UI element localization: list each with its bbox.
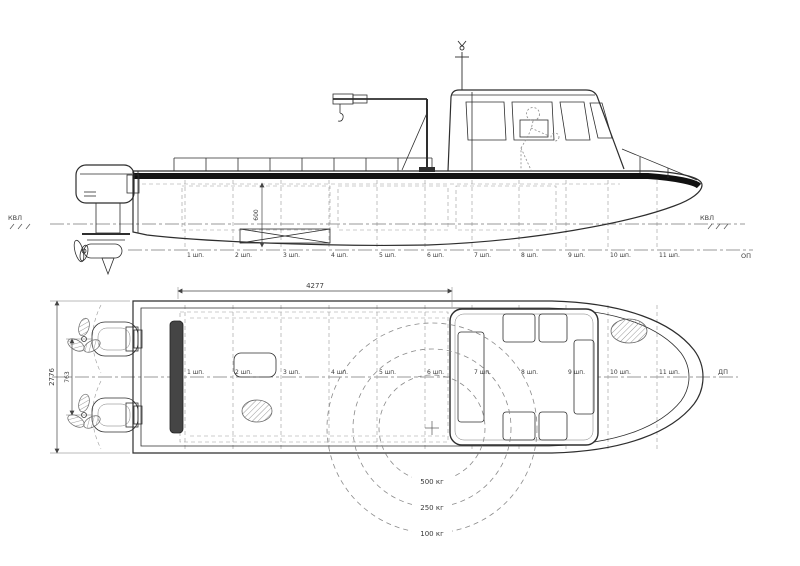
station-label: 9 шп. [568, 369, 585, 376]
station-label: 4 шп. [331, 252, 348, 259]
mast-antenna [455, 40, 469, 90]
station-label: 2 шп. [235, 369, 252, 376]
bow-railing [621, 148, 698, 181]
dim-600-label: 600 [253, 209, 260, 221]
station-label: 7 шп. [474, 369, 491, 376]
hull-plan-outer [132, 300, 704, 454]
helmsman-silhouette [520, 107, 560, 171]
wheelhouse [447, 89, 625, 172]
station-label: 5 шп. [379, 369, 396, 376]
motor-swing-arc [92, 304, 102, 374]
waterline-label-right: КВЛ [700, 214, 714, 222]
plan-station-labels: 1 шп. 2 шп. 3 шп. 4 шп. 5 шп. 6 шп. 7 шп… [187, 369, 680, 376]
sliding-pane [519, 119, 549, 138]
baseplane-label: ОП [741, 252, 751, 260]
cabin-window-2 [511, 101, 555, 141]
outboard-motor-plan-bottom [67, 380, 143, 450]
motor-cowling [75, 164, 135, 204]
plan-view: ДП [48, 282, 738, 538]
cabin-window-1 [465, 101, 507, 141]
side-station-labels: 1 шп. 2 шп. 3 шп. 4 шп. 5 шп. 6 шп. 7 шп… [187, 252, 680, 259]
station-label: 10 шп. [610, 252, 631, 259]
station-label: 3 шп. [283, 369, 300, 376]
dim-beam-label: 2776 [48, 368, 56, 386]
seat [502, 313, 536, 343]
dim-beam: 2776 763 [48, 300, 130, 454]
bench [457, 331, 485, 423]
propeller-blade [79, 244, 89, 262]
station-label: 6 шп. [427, 369, 444, 376]
station-label: 11 шп. [659, 252, 680, 259]
crane-load-500: 500 кг [420, 478, 444, 486]
dim-4277-label: 4277 [306, 282, 324, 290]
cabin-window-3 [559, 101, 591, 141]
waterline-marks [9, 223, 729, 230]
seat [538, 313, 568, 343]
prop-blade [83, 415, 101, 429]
station-label: 9 шп. [568, 252, 585, 259]
crane [332, 93, 435, 172]
crane-load-250: 250 кг [420, 504, 444, 512]
dim-4277: 4277 [177, 282, 453, 307]
outboard-motor-profile [73, 164, 140, 276]
motor-bracket [126, 174, 140, 194]
station-label: 8 шп. [521, 252, 538, 259]
station-label: 8 шп. [521, 369, 538, 376]
prop-blade [83, 339, 101, 353]
stern-bench [169, 320, 184, 434]
steering-wheel [550, 132, 560, 142]
windshield [589, 102, 613, 139]
station-label: 4 шп. [331, 369, 348, 376]
station-label: 6 шп. [427, 252, 444, 259]
station-label: 10 шп. [610, 369, 631, 376]
station-label: 2 шп. [235, 252, 252, 259]
motor-swing-arc [92, 380, 102, 450]
station-label: 1 шп. [187, 369, 204, 376]
deck-hatch [233, 352, 277, 378]
seat [538, 411, 568, 441]
hull-internal-structure [181, 185, 557, 244]
deck-railing [173, 157, 433, 171]
side-view: ОП КВЛ КВЛ [8, 40, 753, 276]
sheer-rubrail [133, 173, 702, 189]
skeg [101, 257, 115, 276]
waterline-label-left: КВЛ [8, 214, 22, 222]
prop-blade [78, 393, 90, 413]
motor-cutout-bottom [125, 402, 139, 428]
seat [502, 411, 536, 441]
station-label: 1 шп. [187, 252, 204, 259]
motor-midsection [95, 202, 121, 234]
propeller-blade [73, 239, 85, 263]
station-label: 7 шп. [474, 252, 491, 259]
grating-aft [241, 399, 273, 423]
hull-profile [132, 170, 703, 246]
dim-600: 600 [253, 182, 265, 248]
prop-blade [78, 317, 90, 337]
station-label: 5 шп. [379, 252, 396, 259]
gearcase [83, 243, 123, 259]
keel-box [239, 228, 331, 244]
grating-bow [610, 318, 648, 344]
station-label: 3 шп. [283, 252, 300, 259]
crane-hook [337, 112, 344, 122]
centerplane-label: ДП [718, 368, 728, 376]
crane-reach-circles: 500 кг 250 кг 100 кг [326, 322, 538, 538]
helm-console [573, 339, 595, 415]
crane-load-100: 100 кг [420, 530, 444, 538]
dim-motor-spacing-label: 763 [64, 371, 71, 383]
motor-cutout-top [125, 326, 139, 352]
crane-base [419, 167, 435, 172]
station-label: 11 шп. [659, 369, 680, 376]
